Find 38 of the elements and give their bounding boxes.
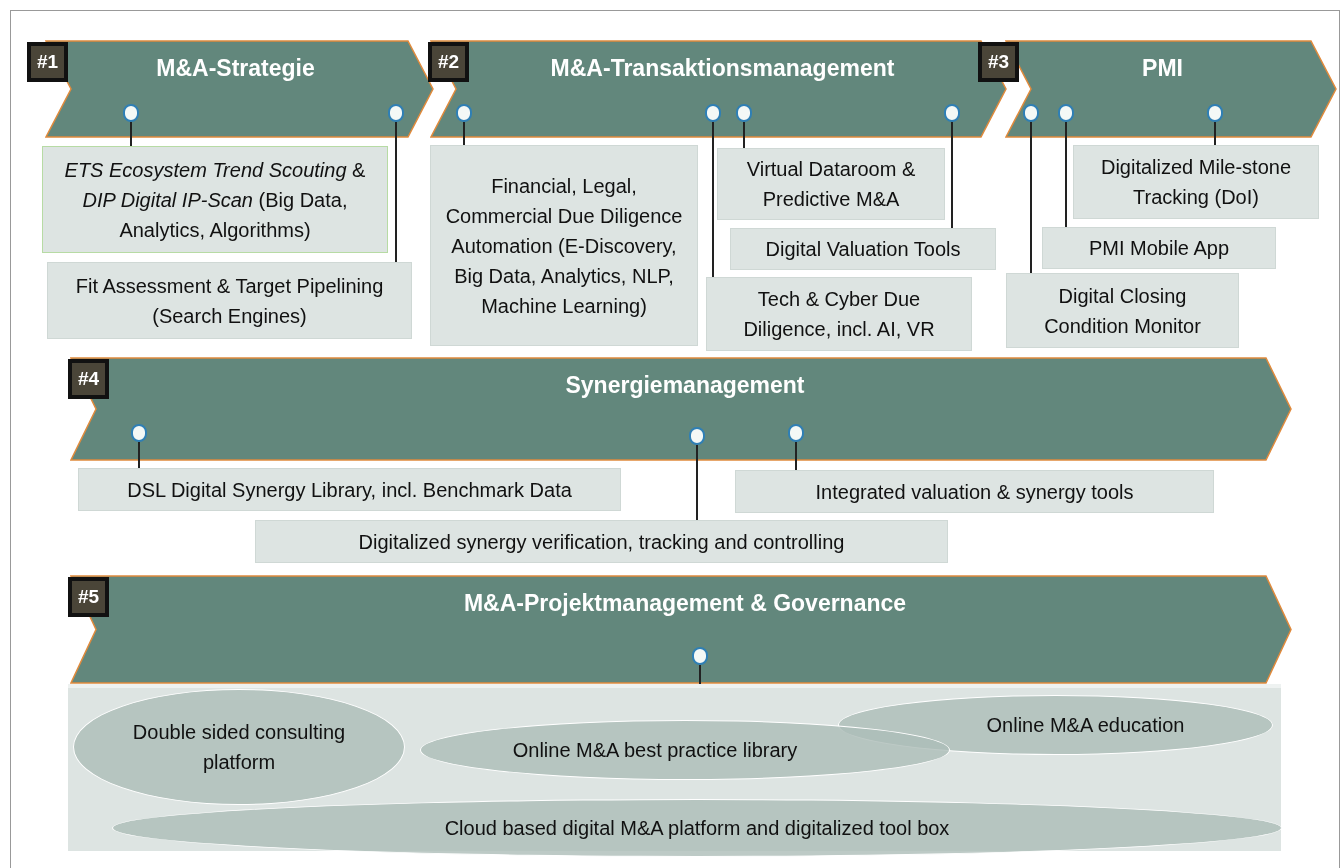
leader-line [696, 444, 698, 521]
feature-box: Financial, Legal, Commercial Due Diligence Automation (E-Discovery, Big Data, Analytics, NLP, Machine Learning) [430, 145, 698, 346]
leader-line [463, 121, 465, 146]
step-badge: #2 [428, 42, 469, 82]
feature-box: Fit Assessment & Target Pipelining (Search Engines) [47, 262, 412, 339]
feature-box: Integrated valuation & synergy tools [735, 470, 1214, 513]
feature-box: DSL Digital Synergy Library, incl. Benchmark Data [78, 468, 621, 511]
ellipse-label: Cloud based digital M&A platform and digitalized tool box [443, 816, 951, 841]
stage-title: Synergiemanagement [564, 371, 806, 400]
feature-box: ETS Ecosystem Trend Scouting & DIP Digital IP-Scan (Big Data, Analytics, Algorithms) [42, 146, 388, 253]
feature-box: Virtual Dataroom & Predictive M&A [717, 148, 945, 220]
leader-line [395, 121, 397, 263]
ellipse-label: Online M&A education [985, 713, 1186, 738]
step-badge: #3 [978, 42, 1019, 82]
stage-title: M&A-Projektmanagement & Governance [462, 589, 908, 618]
step-badge: #5 [68, 577, 109, 617]
leader-line [130, 121, 132, 147]
step-badge: #4 [68, 359, 109, 399]
leader-line [795, 441, 797, 471]
leader-line [1214, 121, 1216, 146]
ellipse-label: Online M&A best practice library [511, 738, 799, 763]
feature-box: PMI Mobile App [1042, 227, 1276, 269]
feature-box: Digital Valuation Tools [730, 228, 996, 270]
leader-line [712, 121, 714, 278]
leader-line [138, 441, 140, 469]
leader-line [951, 121, 953, 229]
feature-box: Tech & Cyber Due Diligence, incl. AI, VR [706, 277, 972, 351]
leader-line [743, 121, 745, 149]
stage-title: PMI [1141, 54, 1184, 83]
feature-box: Digital Closing Condition Monitor [1006, 273, 1239, 348]
leader-line [699, 664, 701, 685]
feature-box: Digitalized synergy verification, tracking and controlling [255, 520, 948, 563]
feature-box: Digitalized Mile-stone Tracking (DoI) [1073, 145, 1319, 219]
ellipse-label: Double sided consulting platform [131, 720, 347, 775]
step-badge: #1 [27, 42, 68, 82]
stage-title: M&A-Strategie [155, 54, 316, 83]
leader-line [1065, 121, 1067, 228]
stage-title: M&A-Transaktionsmanagement [549, 54, 896, 83]
